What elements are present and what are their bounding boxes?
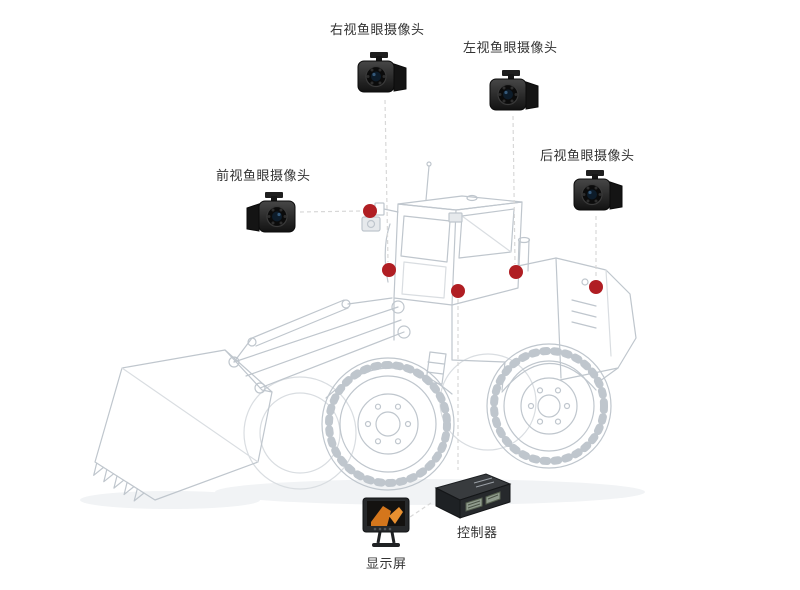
right-fisheye-camera-icon <box>357 51 407 93</box>
label-front-camera: 前视鱼眼摄像头 <box>216 168 311 183</box>
display-icon <box>362 497 410 547</box>
camera-position-marker <box>382 263 396 277</box>
controller-icon <box>434 473 512 519</box>
bucket-teeth <box>93 462 145 502</box>
camera-position-marker <box>363 204 377 218</box>
chassis <box>325 297 597 399</box>
leader-lines <box>299 99 597 518</box>
front-wheel <box>321 357 455 491</box>
bucket <box>93 349 273 502</box>
camera-position-marker <box>451 284 465 298</box>
leader-line-left <box>512 115 516 265</box>
ground-shadow <box>80 479 645 509</box>
rear-fisheye-camera-icon <box>573 169 623 211</box>
wheel-loader-wireframe <box>93 161 637 502</box>
camera-position-marker <box>589 280 603 294</box>
camera-position-marker <box>509 265 523 279</box>
rear-wheel <box>486 343 612 469</box>
label-controller: 控制器 <box>457 525 498 540</box>
lift-arm <box>228 297 411 394</box>
engine-hood <box>517 236 637 382</box>
position-markers <box>363 204 603 298</box>
label-left-camera: 左视鱼眼摄像头 <box>463 40 558 55</box>
leader-line-display <box>409 502 432 518</box>
label-rear-camera: 后视鱼眼摄像头 <box>540 148 635 163</box>
label-display: 显示屏 <box>366 556 407 571</box>
leader-line-right <box>384 99 389 263</box>
left-fisheye-camera-icon <box>489 69 539 111</box>
leader-line-front <box>299 210 362 213</box>
antenna <box>425 165 430 201</box>
front-fisheye-camera-icon <box>246 191 296 233</box>
cab <box>374 161 523 306</box>
label-right-camera: 右视鱼眼摄像头 <box>330 22 425 37</box>
